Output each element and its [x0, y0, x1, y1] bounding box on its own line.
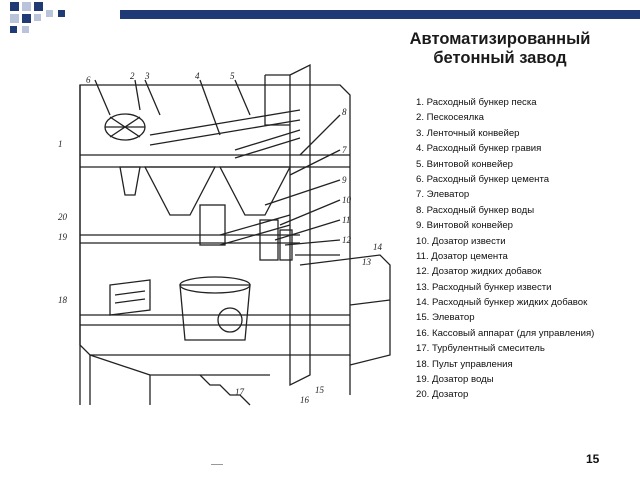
- callout-7: 7: [342, 145, 347, 155]
- legend-item: 15. Элеватор: [416, 312, 475, 324]
- slide-title: Автоматизированный бетонный завод: [390, 30, 610, 68]
- elevator: [289, 63, 311, 387]
- legend-item: 6. Расходный бункер цемента: [416, 173, 550, 185]
- callout-9: 9: [342, 175, 347, 185]
- callout-5: 5: [230, 71, 235, 81]
- sand-hopper: [143, 166, 217, 216]
- legend-item: 11. Дозатор цемента: [416, 250, 508, 262]
- legend-item: 4. Расходный бункер гравия: [416, 143, 542, 155]
- legend-item: 9. Винтовой конвейер: [416, 220, 513, 232]
- control-panel: [109, 279, 151, 316]
- callout-14: 14: [373, 242, 383, 252]
- callout-12: 12: [342, 235, 352, 245]
- legend-item: 1. Расходный бункер песка: [416, 97, 537, 108]
- cement-dosing: [199, 204, 226, 246]
- legend-item: 10. Дозатор извести: [416, 235, 506, 247]
- callout-18: 18: [58, 295, 68, 305]
- legend-item: 20. Дозатор: [416, 389, 469, 401]
- callout-19: 19: [58, 232, 68, 242]
- legend-item: 3. Ленточный конвейер: [416, 127, 520, 139]
- callout-20: 20: [58, 212, 68, 222]
- legend-item: 19. Дозатор воды: [416, 374, 494, 386]
- plant-diagram: 6 1 2 3 4 5 8 7 9 10 11 12 13 14 15 16 1…: [58, 63, 391, 406]
- legend-item: 12. Дозатор жидких добавок: [416, 266, 542, 278]
- callout-6: 6: [86, 75, 91, 85]
- corner-decoration: [10, 2, 65, 33]
- legend-item: 18. Пульт управления: [416, 358, 513, 370]
- legend-item: 5. Винтовой конвейер: [416, 158, 513, 170]
- callout-15: 15: [315, 385, 325, 395]
- callout-11: 11: [342, 215, 350, 225]
- footer-mark: [211, 464, 223, 465]
- callout-10: 10: [342, 195, 352, 205]
- callout-8: 8: [342, 107, 347, 117]
- callout-13: 13: [362, 257, 372, 267]
- callout-17: 17: [235, 387, 245, 397]
- legend-item: 2. Пескосеялка: [416, 112, 485, 124]
- legend-item: 14. Расходный бункер жидких добавок: [416, 297, 588, 309]
- legend-item: 16. Кассовый аппарат (для управления): [416, 327, 595, 339]
- belt-conveyor: [149, 109, 301, 146]
- callout-2: 2: [130, 71, 135, 81]
- title-line-1: Автоматизированный: [409, 30, 591, 48]
- turbulent-mixer: [179, 284, 251, 341]
- callout-4: 4: [195, 71, 200, 81]
- legend-item: 17. Турбулентный смеситель: [416, 343, 545, 355]
- liquid-tank-block: [299, 254, 391, 366]
- gravel-hopper: [218, 166, 292, 216]
- callout-3: 3: [144, 71, 150, 81]
- legend-item: 13. Расходный бункер извести: [416, 281, 552, 293]
- title-line-2: бетонный завод: [433, 49, 567, 67]
- legend-list: 1. Расходный бункер песка 2. Пескосеялка…: [416, 97, 636, 405]
- page-number: 15: [586, 452, 600, 466]
- legend-item: 8. Расходный бункер воды: [416, 204, 535, 216]
- legend-item: 7. Элеватор: [416, 189, 470, 201]
- header-bar: [120, 10, 640, 19]
- callout-1: 1: [58, 139, 63, 149]
- callout-16: 16: [300, 395, 310, 405]
